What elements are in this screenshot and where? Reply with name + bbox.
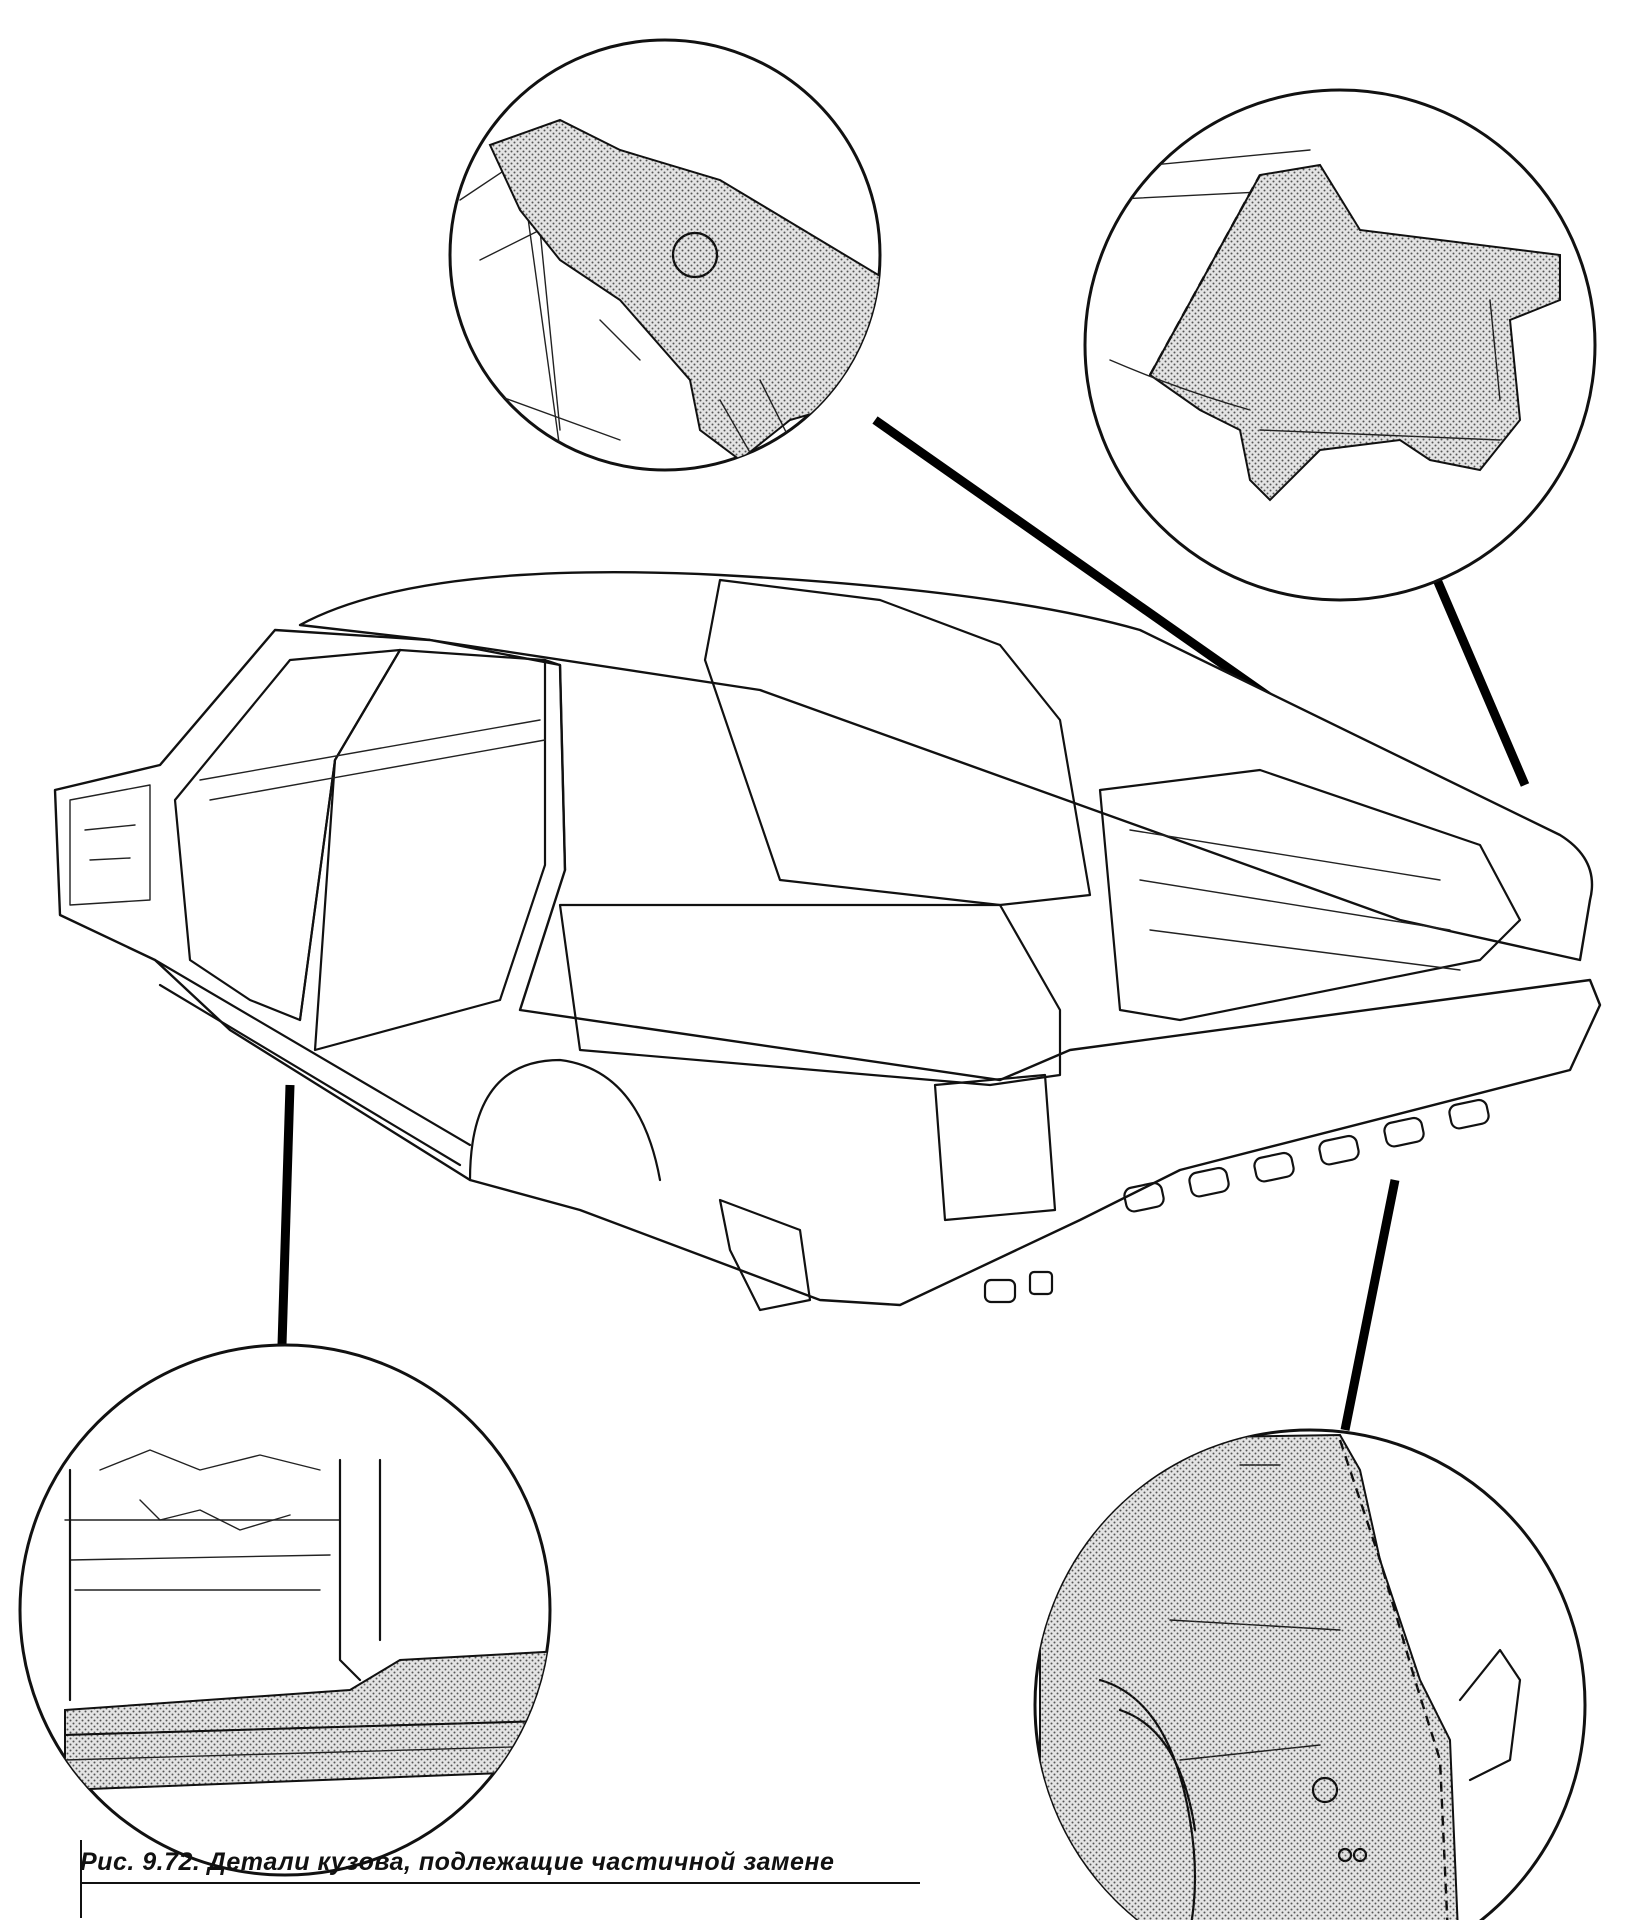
trunk-floor-ribs: [1129, 829, 1461, 971]
cut-line: [1338, 1439, 1452, 1920]
rear-quarter-corner-panel: [1148, 163, 1561, 502]
callout-lower-left: [18, 1343, 552, 1877]
car-body-shell: [53, 570, 1602, 1312]
leader-lower-left: [277, 1084, 295, 1346]
bumper-slot: [1028, 1270, 1054, 1296]
panel-hole: [1352, 1847, 1368, 1863]
tail-light-cavity: [933, 1073, 1057, 1222]
b-pillar: [298, 648, 402, 1022]
panel-hole: [1337, 1847, 1353, 1863]
c-pillar: [543, 658, 567, 872]
suspension-bracket: [718, 1198, 812, 1312]
luggage-compartment: [1098, 768, 1522, 1022]
sill-crease: [64, 1744, 550, 1761]
lower-body: [53, 628, 1602, 1307]
rear-quarter-panel: [558, 903, 1062, 1087]
rear-panel-openings: [1123, 1098, 1490, 1213]
corner-detail-lines: [1109, 299, 1501, 441]
panel-hole: [1311, 1776, 1339, 1804]
wheel-arch-curve: [1098, 1678, 1197, 1920]
callout-upper-left: [448, 38, 882, 472]
dashboard-crossmember: [199, 719, 546, 801]
leader-upper-right: [1430, 573, 1530, 787]
rear-wheel-arch: [468, 1058, 662, 1182]
side-sill: [153, 958, 472, 1167]
figure-caption: Рис. 9.72. Детали кузова, подлежащие час…: [80, 1848, 835, 1876]
pillar-hole: [671, 231, 719, 279]
interior-lines: [64, 1519, 341, 1591]
quarter-window-opening: [703, 578, 1092, 907]
caption-rule-vertical: [80, 1840, 82, 1918]
front-apron: [69, 784, 151, 906]
leader-lower-right: [1340, 1179, 1400, 1431]
callout-upper-right: [1083, 88, 1597, 602]
seat-mounting-lines: [99, 1449, 321, 1531]
door-opening-edge: [68, 1458, 382, 1702]
panel-flange: [1458, 1648, 1522, 1782]
bumper-slot: [983, 1278, 1017, 1304]
cut-line: [1148, 174, 1262, 376]
roof-panel: [298, 570, 1594, 962]
panel-detail-lines: [1169, 1464, 1341, 1761]
caption-rule-underline: [80, 1882, 920, 1884]
callout-lower-right: [1033, 1428, 1587, 1920]
